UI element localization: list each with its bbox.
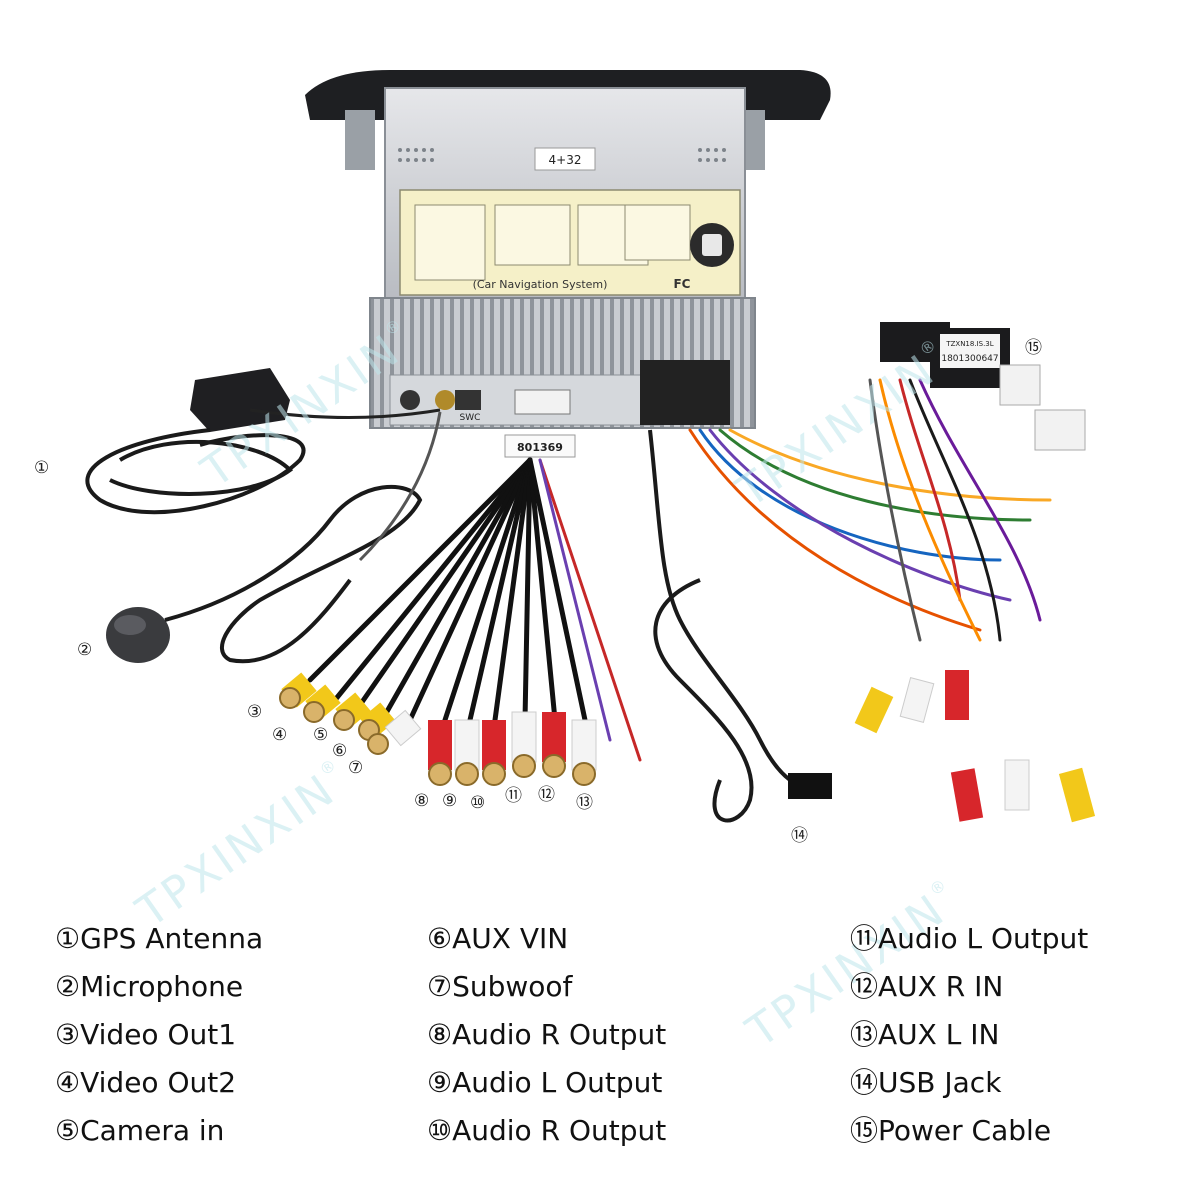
- power-rca-white-1: [899, 676, 935, 724]
- heatsink: SWC: [369, 297, 756, 429]
- plug-line2: 1801300647: [941, 354, 998, 364]
- callout-1: ①: [34, 458, 50, 478]
- callout-7: ⑦: [348, 758, 364, 778]
- legend-item: ⑭USB Jack: [850, 1066, 1002, 1099]
- rca-plug-audio-l-output-2: [511, 711, 537, 778]
- rca-plug-video-out2: [303, 684, 341, 723]
- legend-column-3: ⑪Audio L Output ⑫AUX R IN ⑬AUX L IN ⑭USB…: [850, 915, 1088, 1155]
- callout-11: ⑪: [505, 786, 522, 806]
- rca-plug-aux-r-in: [542, 712, 566, 778]
- usb-cable: [648, 429, 832, 823]
- legend-item: ⑧Audio R Output: [427, 1018, 667, 1051]
- legend-item: ⑮Power Cable: [850, 1114, 1052, 1147]
- legend-column-2: ⑥AUX VIN ⑦Subwoof ⑧Audio R Output ⑨Audio…: [427, 915, 666, 1155]
- power-rca-red-1: [945, 670, 969, 720]
- legend-item: ⑬AUX L IN: [850, 1018, 1000, 1051]
- callout-5: ⑤: [313, 725, 329, 745]
- rca-plugs: [279, 672, 597, 786]
- plug-line1: TZXN18.IS.3L: [945, 340, 993, 348]
- callout-8: ⑧: [414, 791, 430, 811]
- legend-item: ①GPS Antenna: [55, 922, 264, 955]
- rca-plug-aux-l-in: [571, 719, 597, 786]
- callout-10: ⑩: [470, 793, 486, 813]
- callout-14: ⑭: [791, 826, 808, 846]
- legend-item: ⑫AUX R IN: [850, 970, 1004, 1003]
- callout-12: ⑫: [538, 785, 555, 805]
- power-rca-red-2: [950, 768, 984, 822]
- rca-plug-subwoof: [367, 709, 422, 755]
- rca-plug-camera-in: [333, 692, 371, 731]
- harness-code: 801369: [517, 441, 563, 454]
- legend-item: ⑪Audio L Output: [850, 922, 1089, 955]
- rca-plug-video-out1: [279, 672, 317, 709]
- power-rca-white-2: [1004, 759, 1030, 811]
- legend-item: ⑨Audio L Output: [427, 1066, 663, 1099]
- legend-item: ⑥AUX VIN: [427, 922, 569, 955]
- legend-item: ⑩Audio R Output: [427, 1114, 667, 1147]
- swc-port-label: SWC: [460, 413, 481, 423]
- head-unit-chassis: 4+32 (Car Navigation System) FC: [384, 87, 746, 299]
- power-rca-yellow-1: [854, 686, 894, 734]
- rca-plug-audio-r-output-1: [428, 720, 452, 786]
- sticker-text: 4+32: [549, 153, 582, 167]
- legend-item: ⑦Subwoof: [427, 970, 573, 1003]
- gps-antenna: [85, 368, 441, 515]
- rca-plug-audio-r-output-2: [482, 720, 506, 786]
- power-rca-yellow-2: [1058, 767, 1096, 823]
- rca-plug-audio-l-output-1: [454, 719, 480, 786]
- callout-15: ⑮: [1025, 338, 1042, 358]
- microphone: [106, 411, 442, 664]
- legend-item: ④Video Out2: [55, 1066, 237, 1099]
- callout-3: ③: [247, 702, 263, 722]
- callout-6: ⑥: [332, 741, 348, 761]
- legend-item: ②Microphone: [55, 970, 244, 1003]
- callout-13: ⑬: [576, 793, 593, 813]
- callout-9: ⑨: [442, 791, 458, 811]
- wiring-diagram: 4+32 (Car Navigation System) FC SWC: [85, 70, 1096, 823]
- fcc-mark: FC: [673, 277, 690, 291]
- callout-2: ②: [77, 640, 93, 660]
- legend-item: ③Video Out1: [55, 1018, 237, 1051]
- power-harness: TZXN18.IS.3L 1801300647: [688, 322, 1096, 823]
- legend-item: ⑤Camera in: [55, 1114, 225, 1147]
- rca-harness: 801369: [307, 434, 642, 762]
- legend-column-1: ①GPS Antenna ②Microphone ③Video Out1 ④Vi…: [55, 915, 263, 1155]
- callout-4: ④: [272, 725, 288, 745]
- legend: ①GPS Antenna ②Microphone ③Video Out1 ④Vi…: [0, 915, 1200, 1175]
- label-title: (Car Navigation System): [473, 278, 608, 291]
